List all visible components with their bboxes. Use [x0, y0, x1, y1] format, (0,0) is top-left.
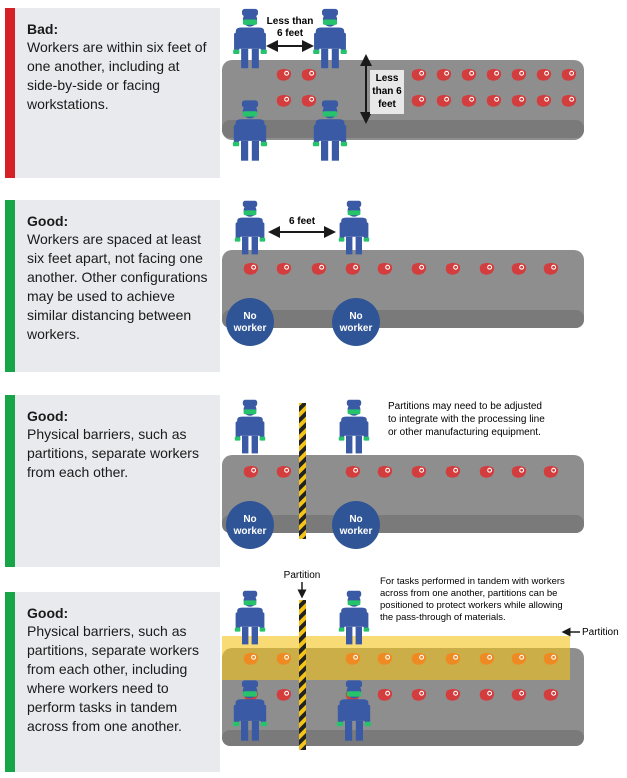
- distance-label: Less: [376, 73, 399, 84]
- panel-heading: Good:: [27, 408, 69, 424]
- status-bar-good: [5, 395, 15, 567]
- conveyor-belt: [222, 455, 584, 533]
- panel-body: Workers are within six feet of one anoth…: [27, 39, 207, 112]
- conveyor-belt-edge: [222, 515, 584, 533]
- conveyor-belt-edge: [222, 730, 584, 746]
- diagram-good-spaced: 6 feet No worker No worker: [222, 200, 584, 346]
- no-worker-label: worker: [233, 323, 267, 334]
- panel-good-spaced: Good: Workers are spaced at least six fe…: [0, 200, 627, 372]
- no-worker-label: worker: [339, 323, 373, 334]
- status-bar-good: [5, 592, 15, 772]
- partition-pole-icon: [299, 600, 306, 750]
- panel-body: Physical barriers, such as partitions, s…: [27, 426, 199, 480]
- distance-label: feet: [378, 99, 396, 110]
- illustration-good-spaced: 6 feet No worker No worker: [220, 200, 627, 372]
- partition-note: Partitions may need to be adjusted: [388, 401, 542, 412]
- partition-label: Partition: [284, 570, 321, 581]
- distance-label: 6 feet: [277, 28, 304, 39]
- conveyor-belt-edge: [222, 310, 584, 328]
- illustration-bad: Less than 6 feet Less than 6 feet: [220, 8, 627, 178]
- tandem-note: For tasks performed in tandem with worke…: [380, 576, 565, 587]
- no-worker-label: No: [243, 311, 256, 322]
- no-worker-badge: [226, 298, 274, 346]
- no-worker-badge: [226, 501, 274, 549]
- partition-note: or other manufacturing equipment.: [388, 427, 541, 438]
- panel-good-tandem: Good: Physical barriers, such as partiti…: [0, 570, 627, 772]
- worker-icon: [234, 399, 266, 454]
- no-worker-label: worker: [339, 526, 373, 537]
- worker-icon: [338, 399, 370, 454]
- distance-label: Less than: [267, 16, 314, 27]
- no-worker-badge: [332, 298, 380, 346]
- panel-body: Physical barriers, such as partitions, s…: [27, 623, 199, 734]
- panel-heading: Good:: [27, 605, 69, 621]
- distance-label: 6 feet: [289, 216, 316, 227]
- partition-pole-icon: [299, 403, 306, 539]
- no-worker-label: No: [349, 514, 362, 525]
- panel-text: Bad: Workers are within six feet of one …: [15, 8, 220, 178]
- no-worker-label: worker: [233, 526, 267, 537]
- tandem-note: positioned to protect workers while allo…: [380, 600, 563, 611]
- distance-label: than 6: [372, 86, 402, 97]
- illustration-good-tandem: Partition For tasks performed in tandem …: [220, 570, 627, 772]
- status-bar-good: [5, 200, 15, 372]
- panel-good-partition: Good: Physical barriers, such as partiti…: [0, 395, 627, 567]
- panel-text: Good: Physical barriers, such as partiti…: [15, 592, 220, 772]
- illustration-good-partition: Partitions may need to be adjusted to in…: [220, 395, 627, 567]
- worker-icon: [313, 8, 347, 69]
- tandem-note: across from one another, partitions can …: [380, 588, 557, 599]
- panel-body: Workers are spaced at least six feet apa…: [27, 231, 208, 342]
- diagram-good-partition: Partitions may need to be adjusted to in…: [222, 399, 584, 549]
- worker-icon: [338, 200, 370, 255]
- no-worker-label: No: [243, 514, 256, 525]
- diagram-good-tandem: Partition For tasks performed in tandem …: [222, 570, 619, 750]
- tandem-note: the pass-through of materials.: [380, 612, 506, 623]
- partition-note: to integrate with the processing line: [388, 414, 545, 425]
- worker-icon: [233, 8, 267, 69]
- no-worker-badge: [332, 501, 380, 549]
- worker-icon: [234, 200, 266, 255]
- diagram-bad: Less than 6 feet Less than 6 feet: [222, 8, 584, 161]
- label-bg: [370, 70, 404, 114]
- panel-heading: Bad:: [27, 21, 59, 37]
- panel-heading: Good:: [27, 213, 69, 229]
- no-worker-label: No: [349, 311, 362, 322]
- conveyor-belt-edge: [222, 120, 584, 138]
- panel-text: Good: Physical barriers, such as partiti…: [15, 395, 220, 567]
- panel-text: Good: Workers are spaced at least six fe…: [15, 200, 220, 372]
- status-bar-bad: [5, 8, 15, 178]
- partition-label: Partition: [582, 627, 619, 638]
- panel-bad: Bad: Workers are within six feet of one …: [0, 8, 627, 178]
